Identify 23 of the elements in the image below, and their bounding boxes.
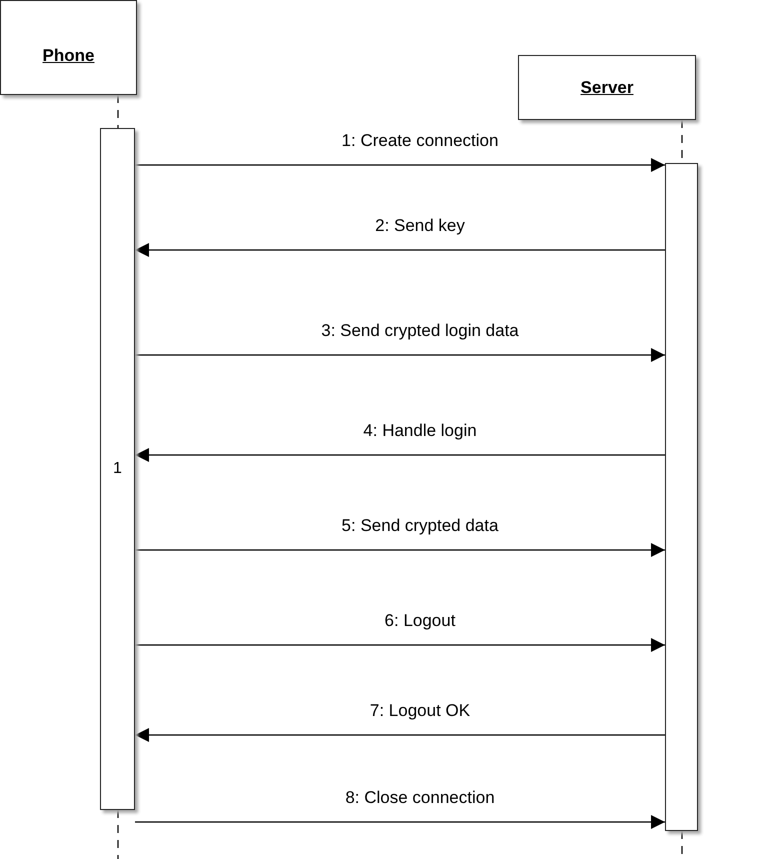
edge-label: 4: Handle login <box>361 421 479 441</box>
message-arrow <box>135 243 665 257</box>
lifeline <box>117 95 119 128</box>
message-arrow <box>135 348 665 362</box>
edge-label: 7: Logout OK <box>368 701 472 721</box>
message-arrow <box>135 158 665 172</box>
participant-box <box>0 0 137 95</box>
participant-box <box>518 55 696 120</box>
participant-name: Phone <box>42 46 94 66</box>
lifeline <box>117 810 119 859</box>
message-arrow <box>135 638 665 652</box>
message-arrow <box>135 448 665 462</box>
edge-label: 5: Send crypted data <box>340 516 500 536</box>
message-arrow <box>135 728 665 742</box>
activation-bar <box>100 128 135 810</box>
activation-bar <box>665 163 698 831</box>
edge-label: 2: Send key <box>373 216 467 236</box>
activation-number: 1 <box>113 460 122 478</box>
edge-label: 6: Logout <box>382 611 458 631</box>
participant-name: Server <box>580 78 634 98</box>
edge-label: 3: Send crypted login data <box>319 321 521 341</box>
message-arrow <box>135 543 665 557</box>
message-arrow <box>135 815 665 829</box>
